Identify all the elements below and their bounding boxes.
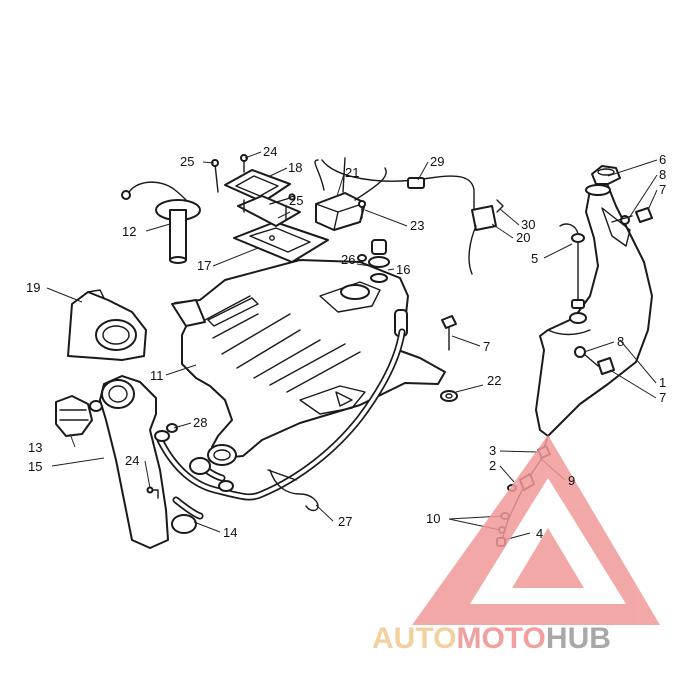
dipstick (559, 223, 587, 324)
callout-12: 12 (122, 224, 136, 239)
small-fasteners (211, 154, 390, 283)
callout-7: 7 (659, 182, 666, 197)
callout-7-lower: 7 (659, 390, 666, 405)
callout-27: 27 (338, 514, 352, 529)
callout-20: 20 (516, 230, 530, 245)
callout-2: 2 (489, 458, 496, 473)
callout-11: 11 (150, 368, 164, 383)
callout-21: 21 (345, 165, 359, 180)
callout-8: 8 (659, 167, 666, 182)
washer (440, 390, 458, 402)
callout-23: 23 (410, 218, 424, 233)
callout-6: 6 (659, 152, 666, 167)
callout-labels: 25 24 18 21 29 6 8 7 12 25 23 30 20 5 17… (26, 144, 666, 541)
callout-29: 29 (430, 154, 444, 169)
callout-15: 15 (28, 459, 42, 474)
callout-22: 22 (487, 373, 501, 388)
callout-13: 13 (28, 440, 42, 455)
watermark-text-auto: AUTO (372, 622, 456, 655)
callout-8-lower: 8 (617, 334, 624, 349)
callout-26: 26 (341, 252, 355, 267)
callout-5: 5 (531, 251, 538, 266)
callout-17: 17 (197, 258, 211, 273)
callout-30: 30 (521, 217, 535, 232)
hose-clamps (146, 423, 234, 534)
bolt-middle (441, 315, 457, 351)
callout-3: 3 (489, 443, 496, 458)
main-tank (171, 259, 446, 466)
callout-14: 14 (223, 525, 237, 540)
watermark-triangle (412, 435, 660, 625)
tank-cover-plate (233, 221, 329, 263)
watermark: AUTOMOTOHUB (372, 435, 660, 655)
intake-duct (67, 289, 147, 361)
wiring-harness (321, 159, 504, 275)
watermark-text-moto: MOTO (456, 622, 545, 655)
callout-24: 24 (263, 144, 277, 159)
callout-7-middle: 7 (483, 339, 490, 354)
callout-25: 25 (180, 154, 194, 169)
bracket (224, 169, 301, 227)
reservoir (535, 184, 653, 449)
callout-9: 9 (568, 473, 575, 488)
support-rod (267, 469, 319, 512)
callout-16: 16 (396, 262, 410, 277)
callout-24-lower: 24 (125, 453, 139, 468)
watermark-text-hub: HUB (546, 622, 611, 655)
reservoir-cap (591, 165, 621, 185)
level-sensor (121, 181, 201, 264)
callout-4: 4 (536, 526, 543, 541)
callout-10: 10 (426, 511, 440, 526)
svg-text:AUTOMOTOHUB: AUTOMOTOHUB (372, 622, 611, 655)
callout-1: 1 (659, 375, 666, 390)
callout-25-second: 25 (289, 193, 303, 208)
filler-cap (55, 395, 103, 437)
filler-neck (99, 375, 169, 549)
callout-19: 19 (26, 280, 40, 295)
callout-28: 28 (193, 415, 207, 430)
callout-18: 18 (288, 160, 302, 175)
